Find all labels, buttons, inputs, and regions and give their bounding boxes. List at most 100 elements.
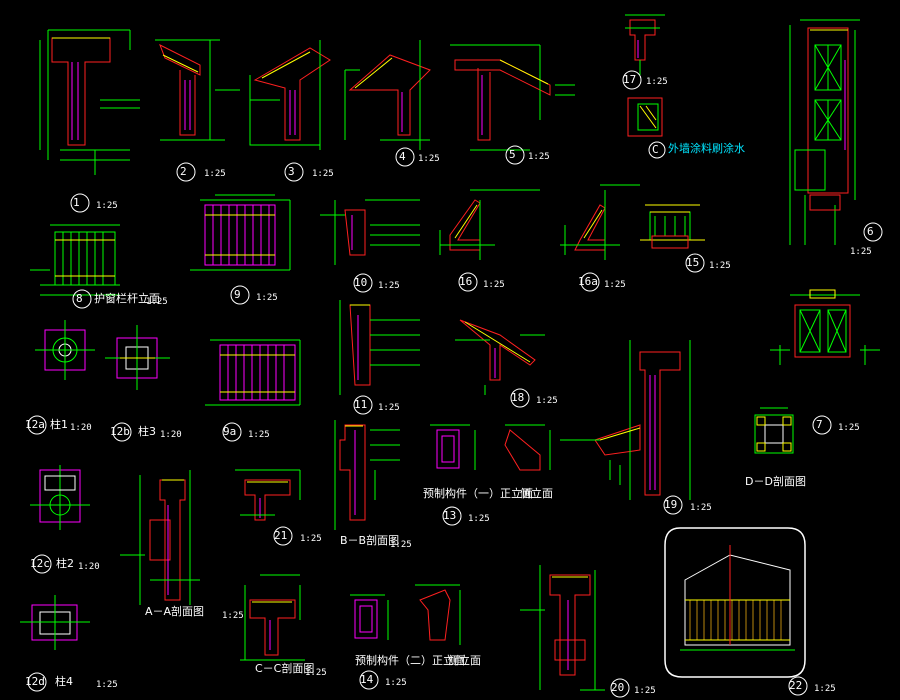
detail-2-circle bbox=[176, 162, 196, 182]
detail-16a-circle bbox=[580, 272, 600, 292]
detail-c-letter: C bbox=[652, 143, 659, 156]
detail-10-scale: 1:25 bbox=[378, 281, 400, 291]
column-12a-scale: 1:20 bbox=[70, 423, 92, 433]
column-12a-drawing bbox=[35, 320, 95, 380]
detail-2-number: 2 bbox=[180, 165, 187, 178]
detail-15-circle bbox=[685, 253, 705, 273]
detail-2-drawing bbox=[155, 39, 240, 141]
detail-c-circle bbox=[648, 141, 666, 159]
column-12c-title: 柱2 bbox=[56, 557, 74, 570]
detail-15-drawing bbox=[640, 204, 705, 249]
detail-21-circle bbox=[273, 526, 293, 546]
detail-number-circles bbox=[27, 70, 883, 698]
detail-19-circle bbox=[663, 495, 683, 515]
detail-8-scale: 1:25 bbox=[146, 297, 168, 307]
column-12c-drawing bbox=[30, 465, 90, 530]
detail-11-circle bbox=[353, 395, 373, 415]
detail-5-circle bbox=[505, 145, 525, 165]
column-12b-number: 12b bbox=[110, 425, 130, 438]
detail-16-drawing bbox=[439, 189, 540, 260]
detail-22-drawing bbox=[664, 527, 806, 678]
column-12c-number: 12c bbox=[30, 557, 50, 570]
detail-7-scale: 1:25 bbox=[838, 423, 860, 433]
detail-9a-scale: 1:25 bbox=[248, 430, 270, 440]
detail-4-number: 4 bbox=[399, 150, 406, 163]
column-12d-drawing bbox=[20, 595, 90, 650]
detail-22-scale: 1:25 bbox=[814, 684, 836, 694]
detail-18-number: 18 bbox=[511, 391, 525, 404]
detail-10-number: 10 bbox=[354, 276, 368, 289]
detail-15-number: 15 bbox=[686, 256, 700, 269]
detail-17-drawing bbox=[625, 14, 665, 75]
column-12b-title: 柱3 bbox=[138, 425, 156, 438]
detail-13-drawing bbox=[430, 424, 551, 471]
detail-12c-circle bbox=[32, 554, 52, 574]
detail-16-number: 16 bbox=[459, 275, 473, 288]
detail-11-drawing bbox=[339, 300, 420, 395]
wall-paint-note: 外墙涂料刷涂水 bbox=[668, 142, 745, 155]
column-12d-scale: 1:25 bbox=[96, 680, 118, 690]
detail-16-circle bbox=[458, 272, 478, 292]
detail-7-circle bbox=[812, 415, 832, 435]
detail-21-drawing bbox=[235, 469, 301, 521]
detail-4-scale: 1:25 bbox=[418, 154, 440, 164]
detail-20-number: 20 bbox=[611, 681, 625, 694]
detail-11-scale: 1:25 bbox=[378, 403, 400, 413]
detail-5-drawing bbox=[450, 44, 575, 151]
detail-8-title: 护窗栏杆立面 bbox=[94, 292, 160, 305]
detail-9-scale: 1:25 bbox=[256, 293, 278, 303]
detail-3-number: 3 bbox=[288, 165, 295, 178]
detail-2-scale: 1:25 bbox=[204, 169, 226, 179]
detail-17-circle bbox=[622, 70, 642, 90]
detail-12b-circle bbox=[112, 422, 132, 442]
detail-14-side-title: 侧立面 bbox=[448, 654, 481, 667]
detail-16a-number: 16a bbox=[578, 275, 598, 288]
detail-13-title: 预制构件（一）正立面 bbox=[423, 487, 533, 500]
detail-18-scale: 1:25 bbox=[536, 396, 558, 406]
detail-21-scale: 1:25 bbox=[300, 534, 322, 544]
detail-9a-drawing bbox=[205, 339, 301, 406]
detail-16a-drawing bbox=[560, 184, 640, 260]
column-12a-title: 柱1 bbox=[50, 418, 68, 431]
detail-14-title: 预制构件（二）正立面 bbox=[355, 654, 465, 667]
detail-12a-circle bbox=[27, 415, 47, 435]
wall-section-c bbox=[627, 97, 663, 137]
detail-3-drawing bbox=[249, 40, 331, 150]
detail-3-circle bbox=[284, 162, 304, 182]
column-12d-title-label: 柱4 bbox=[55, 675, 73, 688]
detail-13-circle bbox=[442, 506, 462, 526]
column-12a-number: 12a bbox=[25, 418, 45, 431]
detail-20-scale: 1:25 bbox=[634, 686, 656, 696]
aa-section-drawing bbox=[120, 470, 200, 605]
detail-4-drawing bbox=[344, 40, 431, 150]
detail-8-drawing bbox=[30, 224, 120, 296]
detail-5-scale: 1:25 bbox=[528, 152, 550, 162]
detail-19-drawing bbox=[560, 340, 691, 500]
detail-12d-circle bbox=[27, 672, 47, 692]
aa-section-scale: 1:25 bbox=[222, 611, 244, 621]
detail-10-drawing bbox=[320, 199, 420, 265]
detail-8-number: 8 bbox=[76, 292, 83, 305]
detail-19-number: 19 bbox=[664, 498, 678, 511]
bb-section-drawing bbox=[334, 420, 400, 530]
detail-17-scale: 1:25 bbox=[646, 77, 668, 87]
detail-13-number: 13 bbox=[443, 509, 457, 522]
detail-13-side-title: 侧立面 bbox=[520, 487, 553, 500]
detail-20-circle bbox=[610, 678, 630, 698]
detail-22-circle bbox=[788, 676, 808, 696]
detail-6-drawing bbox=[789, 19, 860, 245]
detail-1-drawing bbox=[39, 29, 140, 175]
detail-9a-number: 9a bbox=[223, 425, 237, 438]
detail-19-scale: 1:25 bbox=[690, 503, 712, 513]
detail-7-number: 7 bbox=[816, 418, 823, 431]
detail-13-scale: 1:25 bbox=[468, 514, 490, 524]
detail-1-scale: 1:25 bbox=[96, 201, 118, 211]
detail-16a-scale: 1:25 bbox=[604, 280, 626, 290]
detail-14-number: 14 bbox=[360, 673, 374, 686]
column-12b-scale: 1:20 bbox=[160, 430, 182, 440]
detail-7-drawing bbox=[770, 289, 880, 365]
cc-section-scale: 1:25 bbox=[305, 668, 327, 678]
bb-section-title: B－B剖面图 bbox=[340, 534, 400, 547]
detail-16-scale: 1:25 bbox=[483, 280, 505, 290]
